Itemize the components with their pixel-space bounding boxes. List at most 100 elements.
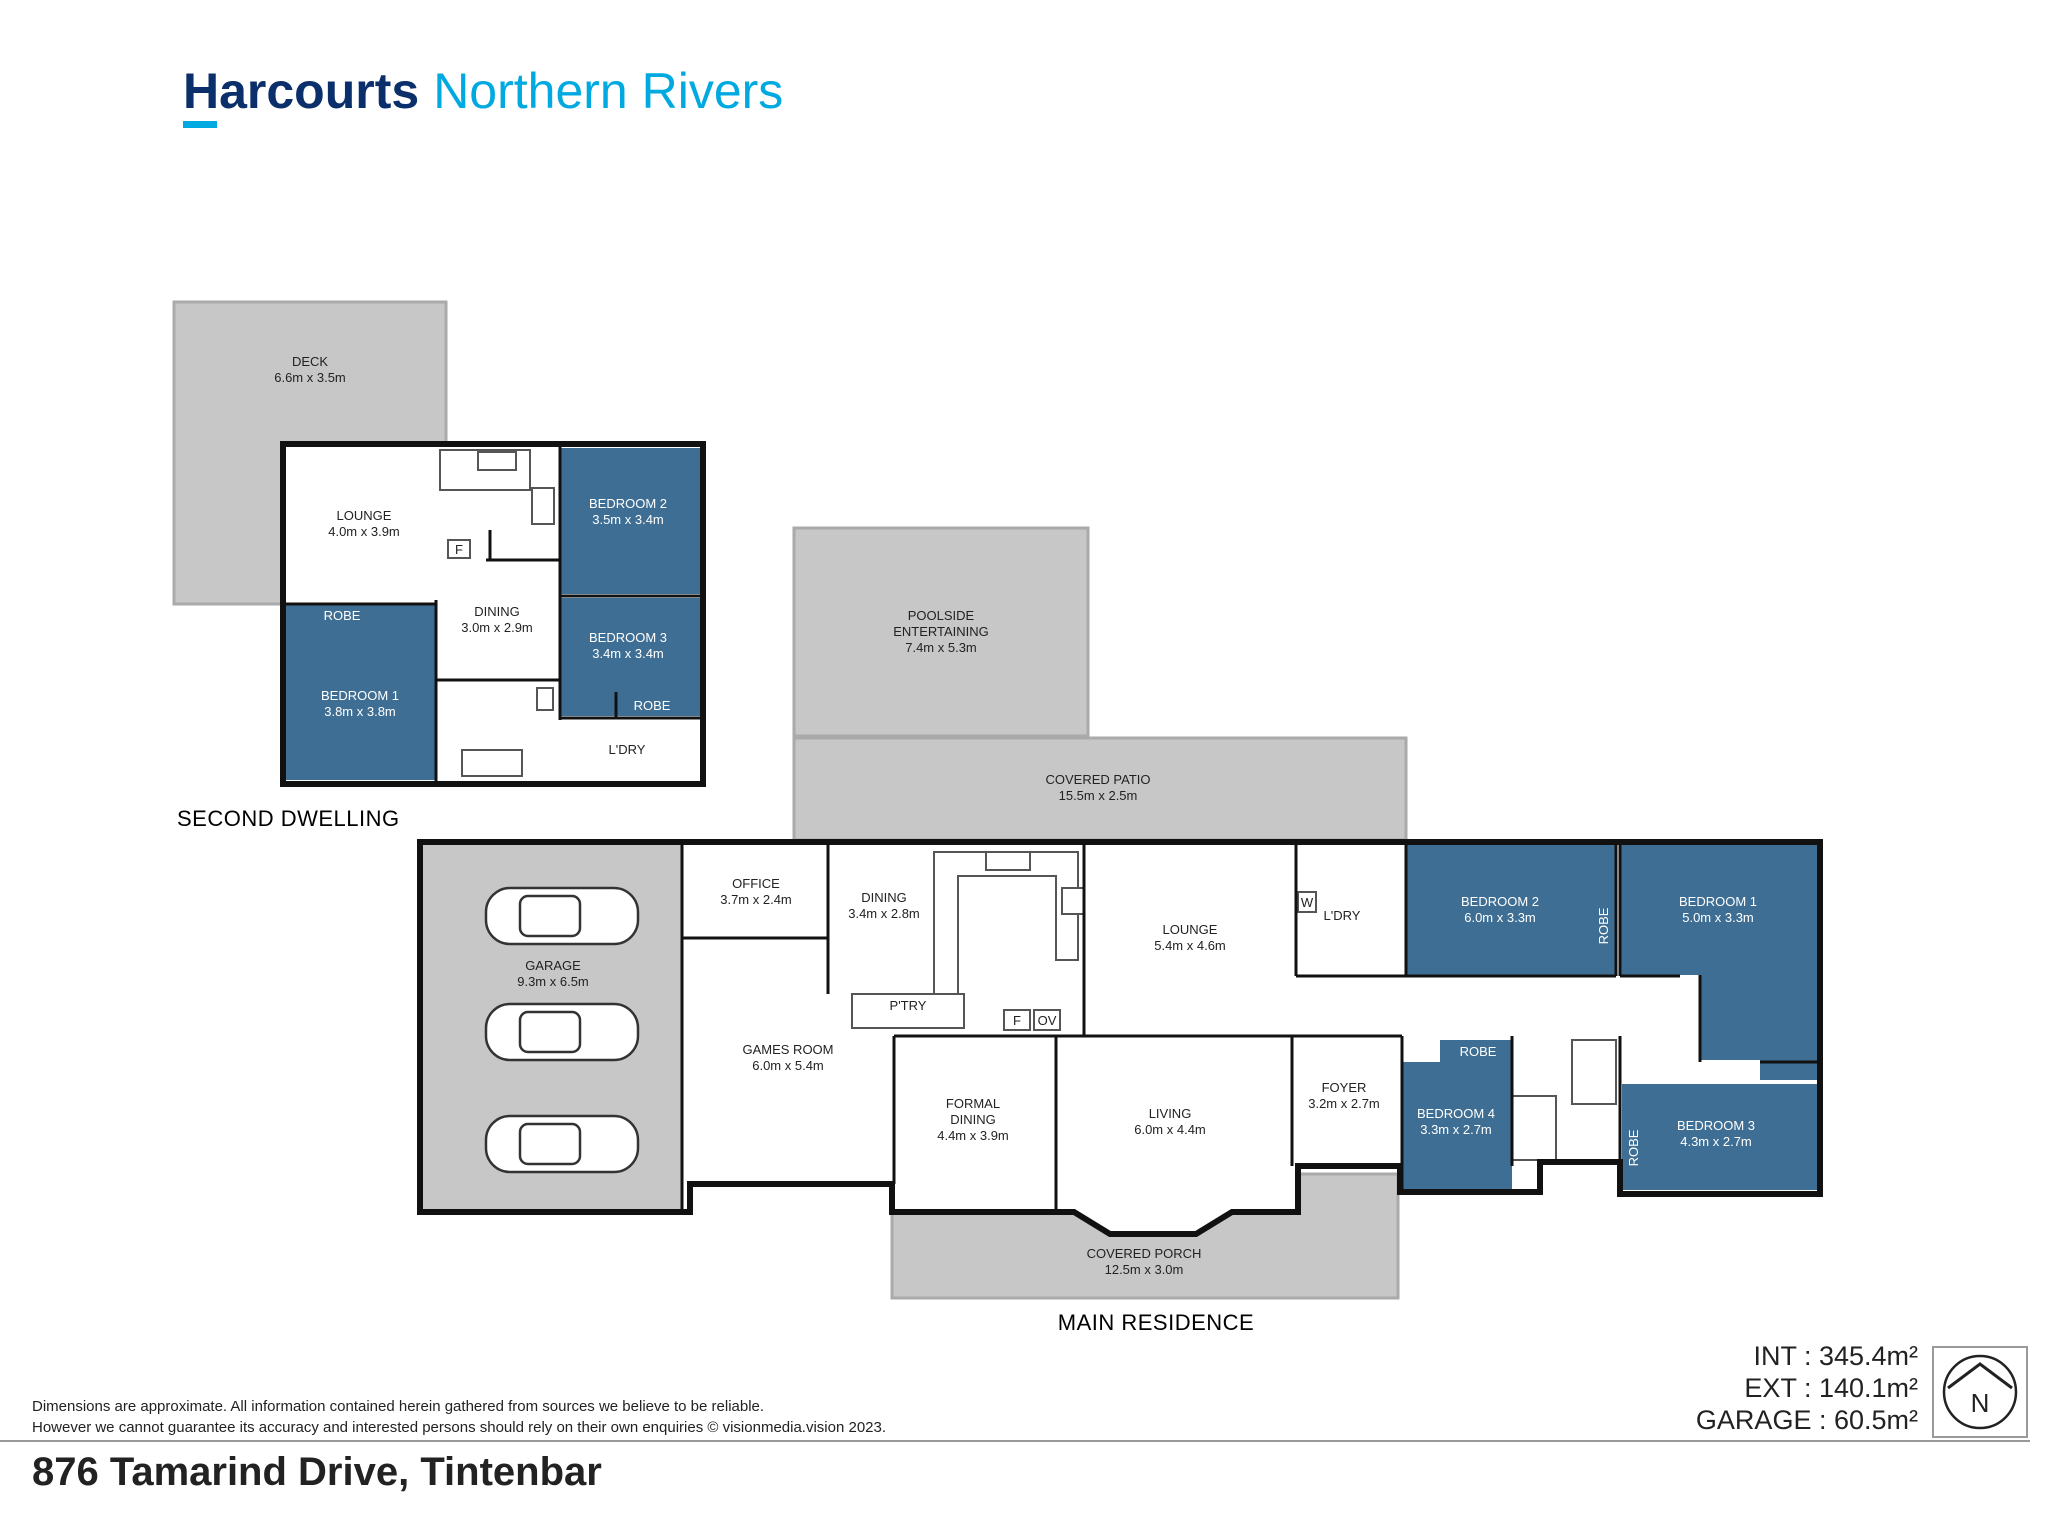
- main-robe-vertical-3: [1622, 1104, 1646, 1190]
- sd-robe-2: [616, 692, 700, 716]
- bed1-name: BEDROOM 1: [1679, 894, 1757, 909]
- bed2-name: BEDROOM 2: [1461, 894, 1539, 909]
- sd-robe-a: ROBE: [324, 608, 361, 623]
- main-bedroom-1: [1620, 845, 1817, 975]
- main-bathtub: [1511, 1095, 1557, 1161]
- sd-laundry-name: L'DRY: [609, 742, 646, 757]
- formal-name-2: DINING: [950, 1112, 996, 1127]
- sd-lounge-name: LOUNGE: [337, 508, 392, 523]
- sd-robe-b: ROBE: [634, 698, 671, 713]
- sd-robe-1: [286, 604, 402, 628]
- poolside-dims: 7.4m x 5.3m: [905, 640, 977, 655]
- property-address: 876 Tamarind Drive, Tintenbar: [32, 1450, 602, 1494]
- disclaimer: Dimensions are approximate. All informat…: [32, 1396, 886, 1438]
- sd-inner-walls: [283, 444, 703, 784]
- bed3-name: BEDROOM 3: [1677, 1118, 1755, 1133]
- sd-bathtub: [461, 749, 523, 777]
- bed2-dims: 6.0m x 3.3m: [1464, 910, 1536, 925]
- dining-dims: 3.4m x 2.8m: [848, 906, 920, 921]
- sd-fridge-box: [447, 539, 471, 559]
- patio-name: COVERED PATIO: [1046, 772, 1151, 787]
- main-pantry-box: [851, 993, 965, 1029]
- sd-lounge-dims: 4.0m x 3.9m: [328, 524, 400, 539]
- compass-icon: N: [1942, 1354, 2018, 1430]
- washer-label: W: [1301, 895, 1314, 910]
- main-washer-box: [1297, 891, 1317, 913]
- sd-bedroom-1: [286, 604, 436, 780]
- logo-brand: Harcourts: [183, 63, 420, 119]
- main-robe-vertical-1: [1590, 874, 1616, 974]
- area-summary: INT : 345.4m² EXT : 140.1m² GARAGE : 60.…: [1696, 1340, 1918, 1436]
- garage-cars: [484, 886, 640, 1174]
- logo-region: Northern Rivers: [433, 63, 784, 119]
- sd-cooktop: [531, 487, 555, 525]
- formal-dims: 4.4m x 3.9m: [937, 1128, 1009, 1143]
- main-inner-walls: [680, 842, 1820, 1212]
- lounge-dims: 5.4m x 4.6m: [1154, 938, 1226, 953]
- covered-patio: [792, 736, 1408, 842]
- laundry-name: L'DRY: [1324, 908, 1361, 923]
- sd-sink: [477, 451, 517, 471]
- main-oven-box: [1033, 1009, 1061, 1031]
- main-bedroom-2: [1406, 845, 1616, 975]
- poolside-name-2: ENTERTAINING: [893, 624, 989, 639]
- porch-name: COVERED PORCH: [1087, 1246, 1202, 1261]
- sd-deck-name: DECK: [292, 354, 328, 369]
- sd-dining-dims: 3.0m x 2.9m: [461, 620, 533, 635]
- footer-rule: [0, 1440, 2030, 1442]
- sd-toilet: [536, 687, 554, 711]
- sd-bed1-name: BEDROOM 1: [321, 688, 399, 703]
- sd-bed1-dims: 3.8m x 3.8m: [324, 704, 396, 719]
- main-residence-title: MAIN RESIDENCE: [1058, 1310, 1254, 1335]
- patio-dims: 15.5m x 2.5m: [1059, 788, 1138, 803]
- disclaimer-line-2: However we cannot guarantee its accuracy…: [32, 1419, 887, 1436]
- area-int: INT : 345.4m²: [1753, 1341, 1918, 1371]
- sd-bed3-name: BEDROOM 3: [589, 630, 667, 645]
- bed3-dims: 4.3m x 2.7m: [1680, 1134, 1752, 1149]
- area-ext: EXT : 140.1m²: [1744, 1373, 1918, 1403]
- sd-bedroom-2: [560, 448, 700, 594]
- fridge-label: F: [1013, 1013, 1021, 1028]
- robe-v1-label: ROBE: [1596, 907, 1611, 944]
- formal-name-1: FORMAL: [946, 1096, 1000, 1111]
- living-name: LIVING: [1149, 1106, 1192, 1121]
- porch-dims: 12.5m x 3.0m: [1105, 1262, 1184, 1277]
- bed4-name: BEDROOM 4: [1417, 1106, 1495, 1121]
- main-robe-bed4: [1440, 1040, 1512, 1062]
- office-name: OFFICE: [732, 876, 780, 891]
- bed4-dims: 3.3m x 2.7m: [1420, 1122, 1492, 1137]
- poolside-entertaining: [792, 526, 1090, 738]
- oven-label: OV: [1038, 1013, 1057, 1028]
- lounge-name: LOUNGE: [1163, 922, 1218, 937]
- sd-bed3-dims: 3.4m x 3.4m: [592, 646, 664, 661]
- games-dims: 6.0m x 5.4m: [752, 1058, 824, 1073]
- area-garage: GARAGE : 60.5m²: [1695, 1405, 1918, 1435]
- main-shower: [1571, 1039, 1617, 1105]
- disclaimer-line-1: Dimensions are approximate. All informat…: [32, 1398, 765, 1415]
- main-fridge-box: [1003, 1009, 1031, 1031]
- main-cooktop: [1061, 887, 1085, 915]
- sd-deck-dims: 6.6m x 3.5m: [274, 370, 346, 385]
- robe-v3-label: ROBE: [1626, 1129, 1641, 1166]
- compass-letter: N: [1971, 1388, 1990, 1418]
- sd-bed2-name: BEDROOM 2: [589, 496, 667, 511]
- main-kitchen-sink: [985, 851, 1031, 871]
- main-bedroom-4: [1402, 1062, 1512, 1190]
- robe-bed4-label: ROBE: [1460, 1044, 1497, 1059]
- garage-dims: 9.3m x 6.5m: [517, 974, 589, 989]
- north-compass: N: [1932, 1346, 2028, 1438]
- second-dwelling-title: SECOND DWELLING: [177, 806, 400, 831]
- dining-name: DINING: [861, 890, 907, 905]
- foyer-name: FOYER: [1322, 1080, 1367, 1095]
- living-dims: 6.0m x 4.4m: [1134, 1122, 1206, 1137]
- sd-outer-wall: [280, 441, 706, 787]
- main-bedroom-1-ensuite-wrap: [1680, 975, 1817, 1080]
- sd-fridge-label: F: [455, 542, 463, 557]
- bed1-dims: 5.0m x 3.3m: [1682, 910, 1754, 925]
- sd-bed2-dims: 3.5m x 3.4m: [592, 512, 664, 527]
- foyer-dims: 3.2m x 2.7m: [1308, 1096, 1380, 1111]
- sd-dining-name: DINING: [474, 604, 520, 619]
- logo-underline: [183, 121, 217, 128]
- poolside-name-1: POOLSIDE: [908, 608, 975, 623]
